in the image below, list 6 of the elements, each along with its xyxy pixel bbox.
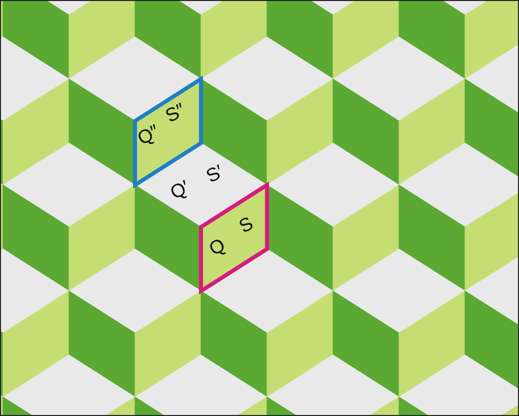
face-label: Q	[206, 236, 228, 260]
face-label: Q″	[134, 122, 163, 149]
face-label: S′	[204, 162, 227, 187]
face-label: Q′	[168, 178, 193, 204]
face-label: S	[236, 214, 256, 237]
face-label: S″	[162, 100, 189, 126]
